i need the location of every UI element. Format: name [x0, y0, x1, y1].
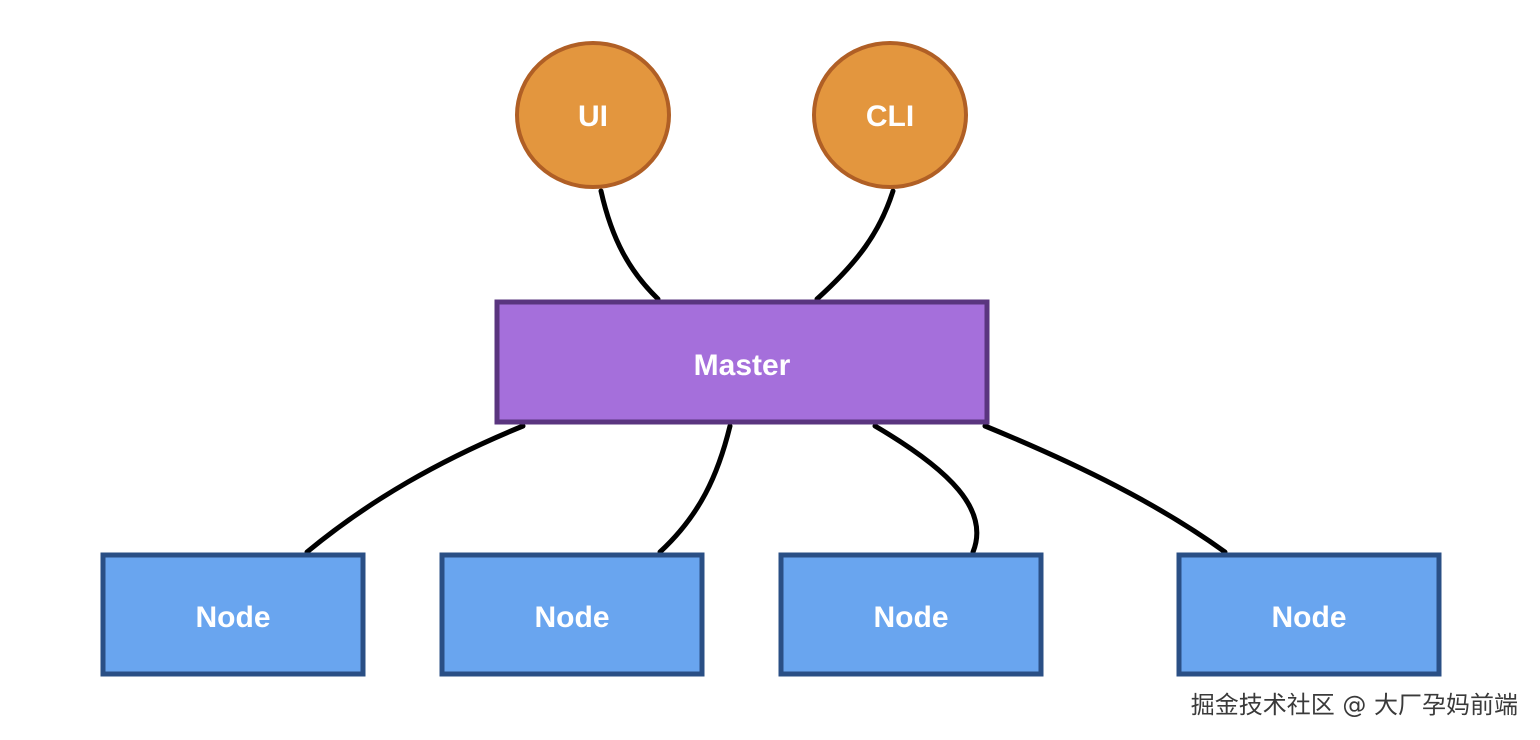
watermark: 掘金技术社区 @ 大厂孕妈前端 [1190, 691, 1518, 719]
connector-master-node-3 [872, 423, 980, 555]
connector-master-node-1 [304, 423, 526, 555]
master-box: Master [494, 299, 990, 425]
node-1-rect [100, 552, 366, 677]
client-ui-circle [515, 41, 671, 189]
node-4: Node [1176, 552, 1442, 677]
node-2-label: Node [535, 601, 610, 634]
node-3: Node [778, 552, 1044, 677]
node-3-label: Node [874, 601, 949, 634]
client-cli: CLI [812, 41, 968, 189]
node-4-rect [1176, 552, 1442, 677]
master-rect [494, 299, 990, 425]
client-cli-label: CLI [866, 100, 914, 133]
connectors [304, 188, 1228, 555]
node-1: Node [100, 552, 366, 677]
client-cli-circle [812, 41, 968, 189]
node-3-rect [778, 552, 1044, 677]
client-ui: UI [515, 41, 671, 189]
node-2-rect [439, 552, 705, 677]
connector-master-node-4 [982, 423, 1228, 555]
connector-ui-master [598, 188, 661, 302]
connector-cli-master [814, 188, 896, 302]
connector-master-node-2 [657, 423, 733, 555]
node-2: Node [439, 552, 705, 677]
node-1-label: Node [196, 601, 271, 634]
master-label: Master [694, 349, 791, 382]
client-ui-label: UI [578, 100, 608, 133]
node-4-label: Node [1272, 601, 1347, 634]
